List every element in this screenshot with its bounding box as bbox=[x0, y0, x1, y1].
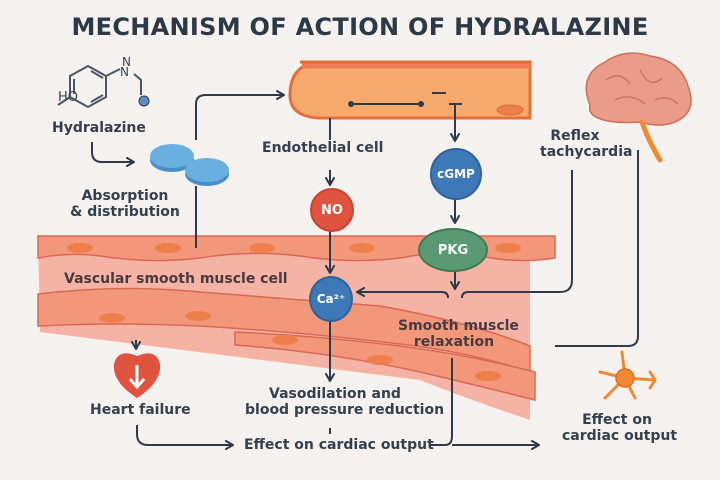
reflex-line1: Reflex bbox=[550, 128, 600, 144]
line-brain bbox=[555, 150, 639, 347]
cgmp-node: cGMP bbox=[430, 148, 482, 200]
arrow-to-endothelial bbox=[195, 90, 285, 140]
reflex-line2: tachycardia bbox=[540, 144, 633, 161]
atom-n2-label: N bbox=[120, 65, 129, 79]
arrow-relaxation-to-ca bbox=[356, 287, 449, 299]
line-relaxation-to-output bbox=[430, 358, 453, 446]
pkg-node: PKG bbox=[418, 228, 488, 272]
vasodilation-line1: Vasodilation and bbox=[269, 386, 401, 402]
molecule-dot-icon bbox=[138, 95, 150, 107]
effect-cardiac-output-label: Effect on cardiac output bbox=[244, 437, 434, 453]
absorption-line1: Absorption bbox=[81, 188, 169, 204]
reflex-tachycardia-label: Reflex tachycardia bbox=[540, 128, 633, 161]
endothelial-cell-label: Endothelial cell bbox=[262, 140, 384, 156]
connectors bbox=[91, 90, 639, 450]
channel-dot-left bbox=[348, 101, 354, 107]
page-title: MECHANISM OF ACTION OF HYDRALAZINE bbox=[71, 13, 649, 41]
calcium-node: Ca²⁺ bbox=[309, 276, 353, 322]
arrow-hydralazine-to-pill bbox=[91, 142, 135, 167]
channel-dot-right bbox=[418, 101, 424, 107]
no-node: NO bbox=[310, 188, 354, 232]
vasodilation-label: Vasodilation and blood pressure reductio… bbox=[245, 386, 445, 419]
smooth-muscle-relaxation-label: Smooth muscle relaxation bbox=[398, 318, 519, 351]
atom-oh-label: HO bbox=[58, 90, 79, 105]
blood-vessel-shape bbox=[37, 235, 556, 420]
effect-right-line1: Effect on bbox=[582, 412, 652, 428]
neuron-body-icon bbox=[615, 368, 635, 388]
hydralazine-molecule-icon bbox=[57, 64, 142, 109]
line-reflex bbox=[461, 170, 573, 299]
heart-icon bbox=[113, 353, 161, 398]
brain-icon bbox=[585, 52, 692, 163]
smooth-relax-line1: Smooth muscle bbox=[398, 318, 519, 334]
endothelial-cell-shape bbox=[288, 60, 532, 120]
vasodilation-line2: blood pressure reduction bbox=[245, 402, 445, 419]
vascular-smooth-muscle-label: Vascular smooth muscle cell bbox=[64, 271, 288, 287]
effect-cardiac-output-right-label: Effect on cardiac output bbox=[562, 412, 678, 445]
atom-n1-label: N bbox=[122, 55, 131, 69]
effect-right-line2: cardiac output bbox=[562, 428, 678, 445]
absorption-line2: & distribution bbox=[70, 204, 180, 221]
arrow-heart-to-output bbox=[136, 425, 234, 450]
heart-failure-label: Heart failure bbox=[90, 402, 191, 418]
pill-icon bbox=[150, 144, 229, 186]
hydralazine-label: Hydralazine bbox=[52, 120, 146, 136]
smooth-relax-line2: relaxation bbox=[413, 334, 495, 351]
absorption-label: Absorption & distribution bbox=[70, 188, 180, 220]
